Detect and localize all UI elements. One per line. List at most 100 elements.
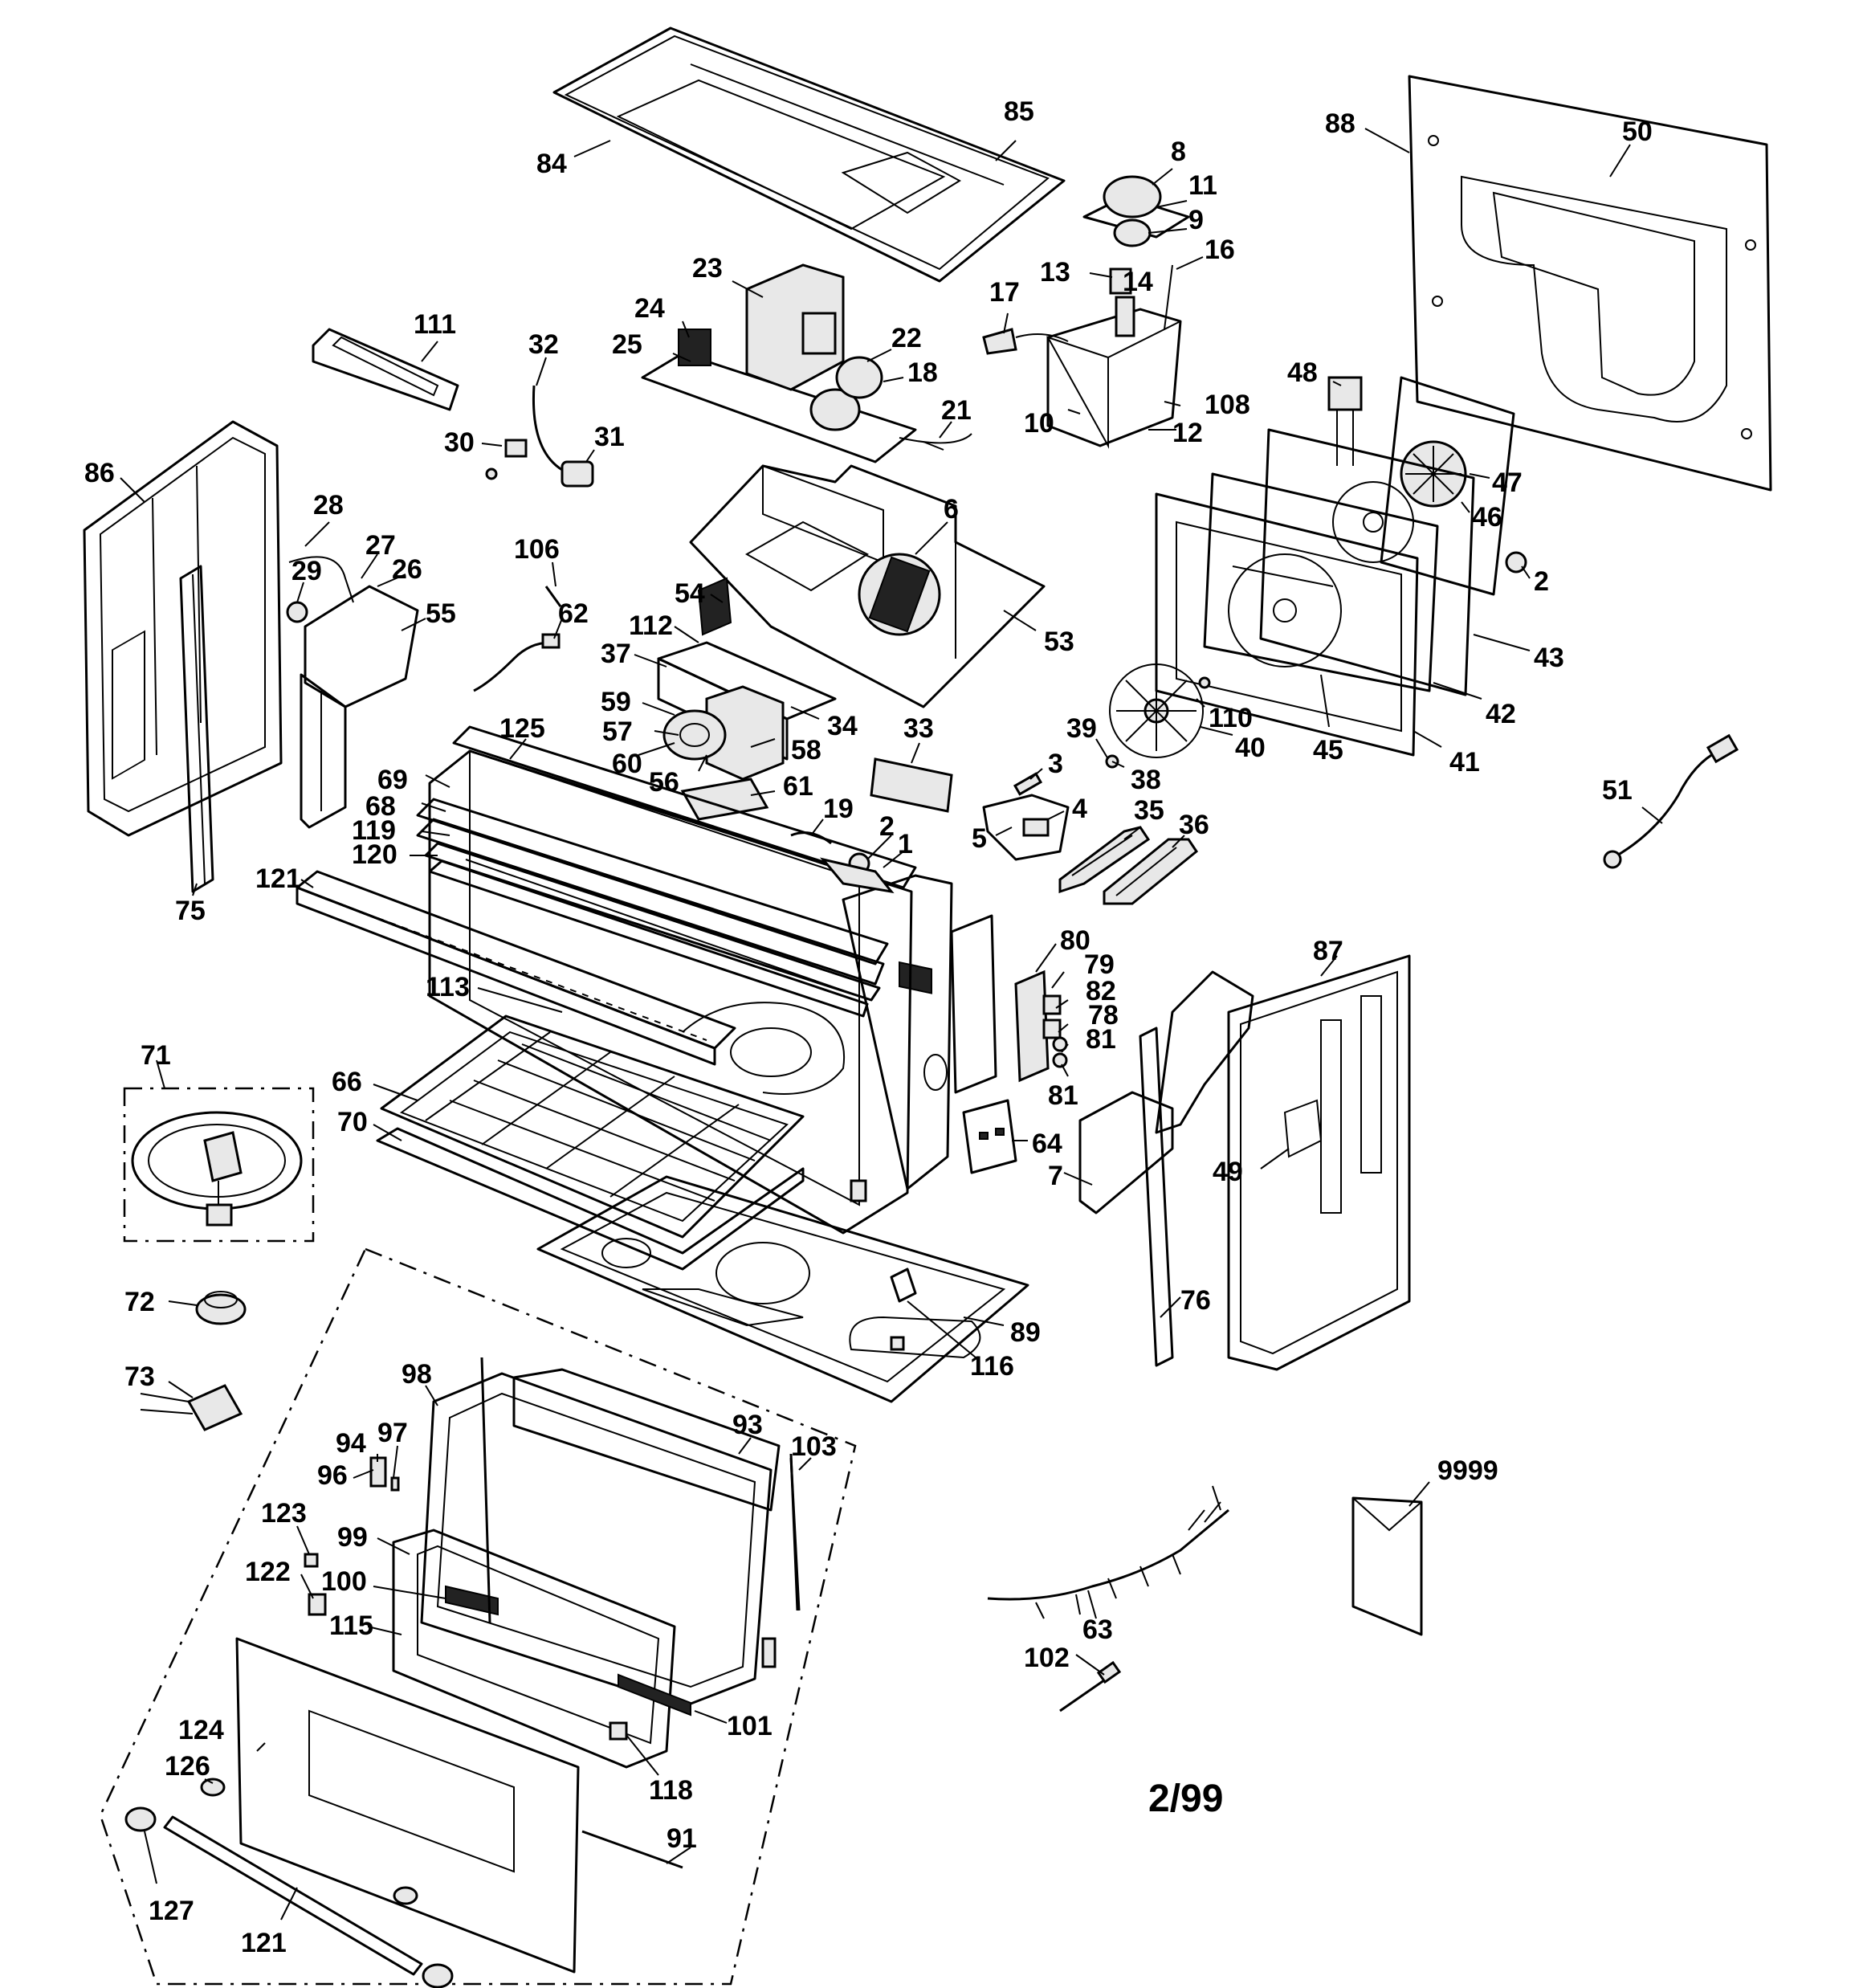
callout-96: 96 [317,1460,348,1491]
callout-53: 53 [1044,627,1074,657]
ribbon-cables [1058,826,1199,905]
transformer-plate [641,263,972,463]
switch-plate [962,1099,1017,1174]
fan-blade [1105,663,1211,769]
callout-54: 54 [675,578,705,609]
callout-19: 19 [823,794,854,824]
callout-88: 88 [1325,108,1355,139]
small-wiring [473,586,562,692]
sensor-probe [1059,1660,1122,1712]
callout-100: 100 [321,1566,367,1597]
literature-envelope [1351,1496,1423,1636]
oven-cavity [428,749,997,1235]
callout-79: 79 [1084,949,1115,980]
callout-58: 58 [791,735,821,765]
callout-11: 11 [1188,170,1217,201]
callout-16: 16 [1205,235,1235,265]
callout-23: 23 [692,253,723,284]
door-kit-outline [99,1247,857,1986]
door-latch-switches [1014,970,1068,1083]
callout-9: 9 [1188,205,1204,235]
callout-8: 8 [1171,137,1186,167]
callout-35: 35 [1134,795,1164,826]
callout-48: 48 [1287,357,1318,388]
callout-50: 50 [1622,116,1653,147]
callout-121b: 121 [241,1928,287,1958]
callout-39: 39 [1066,713,1097,744]
callout-66: 66 [332,1067,362,1097]
callout-46: 46 [1472,502,1502,533]
callout-69: 69 [377,765,408,795]
wire-harness [987,1485,1229,1619]
callout-26: 26 [392,554,422,585]
callout-94: 94 [336,1428,366,1459]
callout-31: 31 [594,422,625,452]
callout-97: 97 [377,1418,408,1448]
callout-30: 30 [444,427,475,458]
callout-22: 22 [891,323,922,353]
heating-element-strips [416,725,917,1018]
page-mark: 2/99 [1148,1778,1223,1820]
callout-91: 91 [667,1823,697,1854]
callout-61: 61 [783,771,813,802]
callout-103: 103 [791,1431,837,1462]
callout-106: 106 [514,534,560,565]
callout-57: 57 [602,716,633,747]
callout-85: 85 [1004,96,1034,127]
callout-45: 45 [1313,735,1343,765]
callout-60: 60 [612,749,642,779]
left-side-panel [83,420,283,837]
callout-37: 37 [601,639,631,669]
callout-18: 18 [907,357,938,388]
callout-64: 64 [1032,1129,1062,1159]
callout-89: 89 [1010,1317,1041,1348]
callout-9999: 9999 [1437,1455,1498,1486]
cooling-duct [689,464,1046,708]
callout-13: 13 [1040,257,1070,288]
callout-120: 120 [352,839,397,870]
callout-102: 102 [1024,1643,1070,1673]
convection-fan-assembly [1327,376,1515,596]
callout-41: 41 [1449,747,1480,778]
callout-42: 42 [1486,699,1516,729]
callout-75: 75 [175,896,206,926]
callout-10: 10 [1024,408,1054,439]
side-bracket [179,565,214,893]
callout-51: 51 [1602,775,1633,806]
bracket-assembly [286,556,419,829]
callout-63: 63 [1082,1614,1113,1645]
callout-62: 62 [558,598,589,629]
callout-14: 14 [1123,267,1153,297]
callout-118: 118 [649,1775,693,1806]
power-cord [1603,733,1739,869]
callout-84: 84 [536,149,567,179]
callout-3: 3 [1048,749,1063,779]
callout-121: 121 [255,863,301,894]
callout-24: 24 [634,293,665,324]
callout-111: 111 [414,309,456,340]
callout-56: 56 [649,767,679,798]
callout-5: 5 [972,823,987,854]
callout-126: 126 [165,1751,210,1782]
callout-119: 119 [352,815,396,846]
callout-17: 17 [989,277,1020,308]
door-outer-glass [235,1637,580,1974]
callout-98: 98 [402,1359,432,1390]
callout-73: 73 [124,1361,155,1392]
right-side-assembly [1078,954,1411,1371]
callout-71: 71 [141,1040,171,1071]
vent-louver [296,870,736,1066]
callout-12: 12 [1172,418,1203,448]
callout-28: 28 [313,490,344,520]
callout-68: 68 [365,791,396,822]
thermostat-parts [790,831,895,894]
callout-116: 116 [970,1351,1014,1382]
control-board [870,757,953,994]
callout-4: 4 [1072,794,1087,824]
callout-32: 32 [528,329,559,360]
callout-80: 80 [1060,925,1090,956]
callout-70: 70 [337,1107,368,1137]
callout-76: 76 [1180,1285,1211,1316]
callout-34: 34 [827,711,858,741]
